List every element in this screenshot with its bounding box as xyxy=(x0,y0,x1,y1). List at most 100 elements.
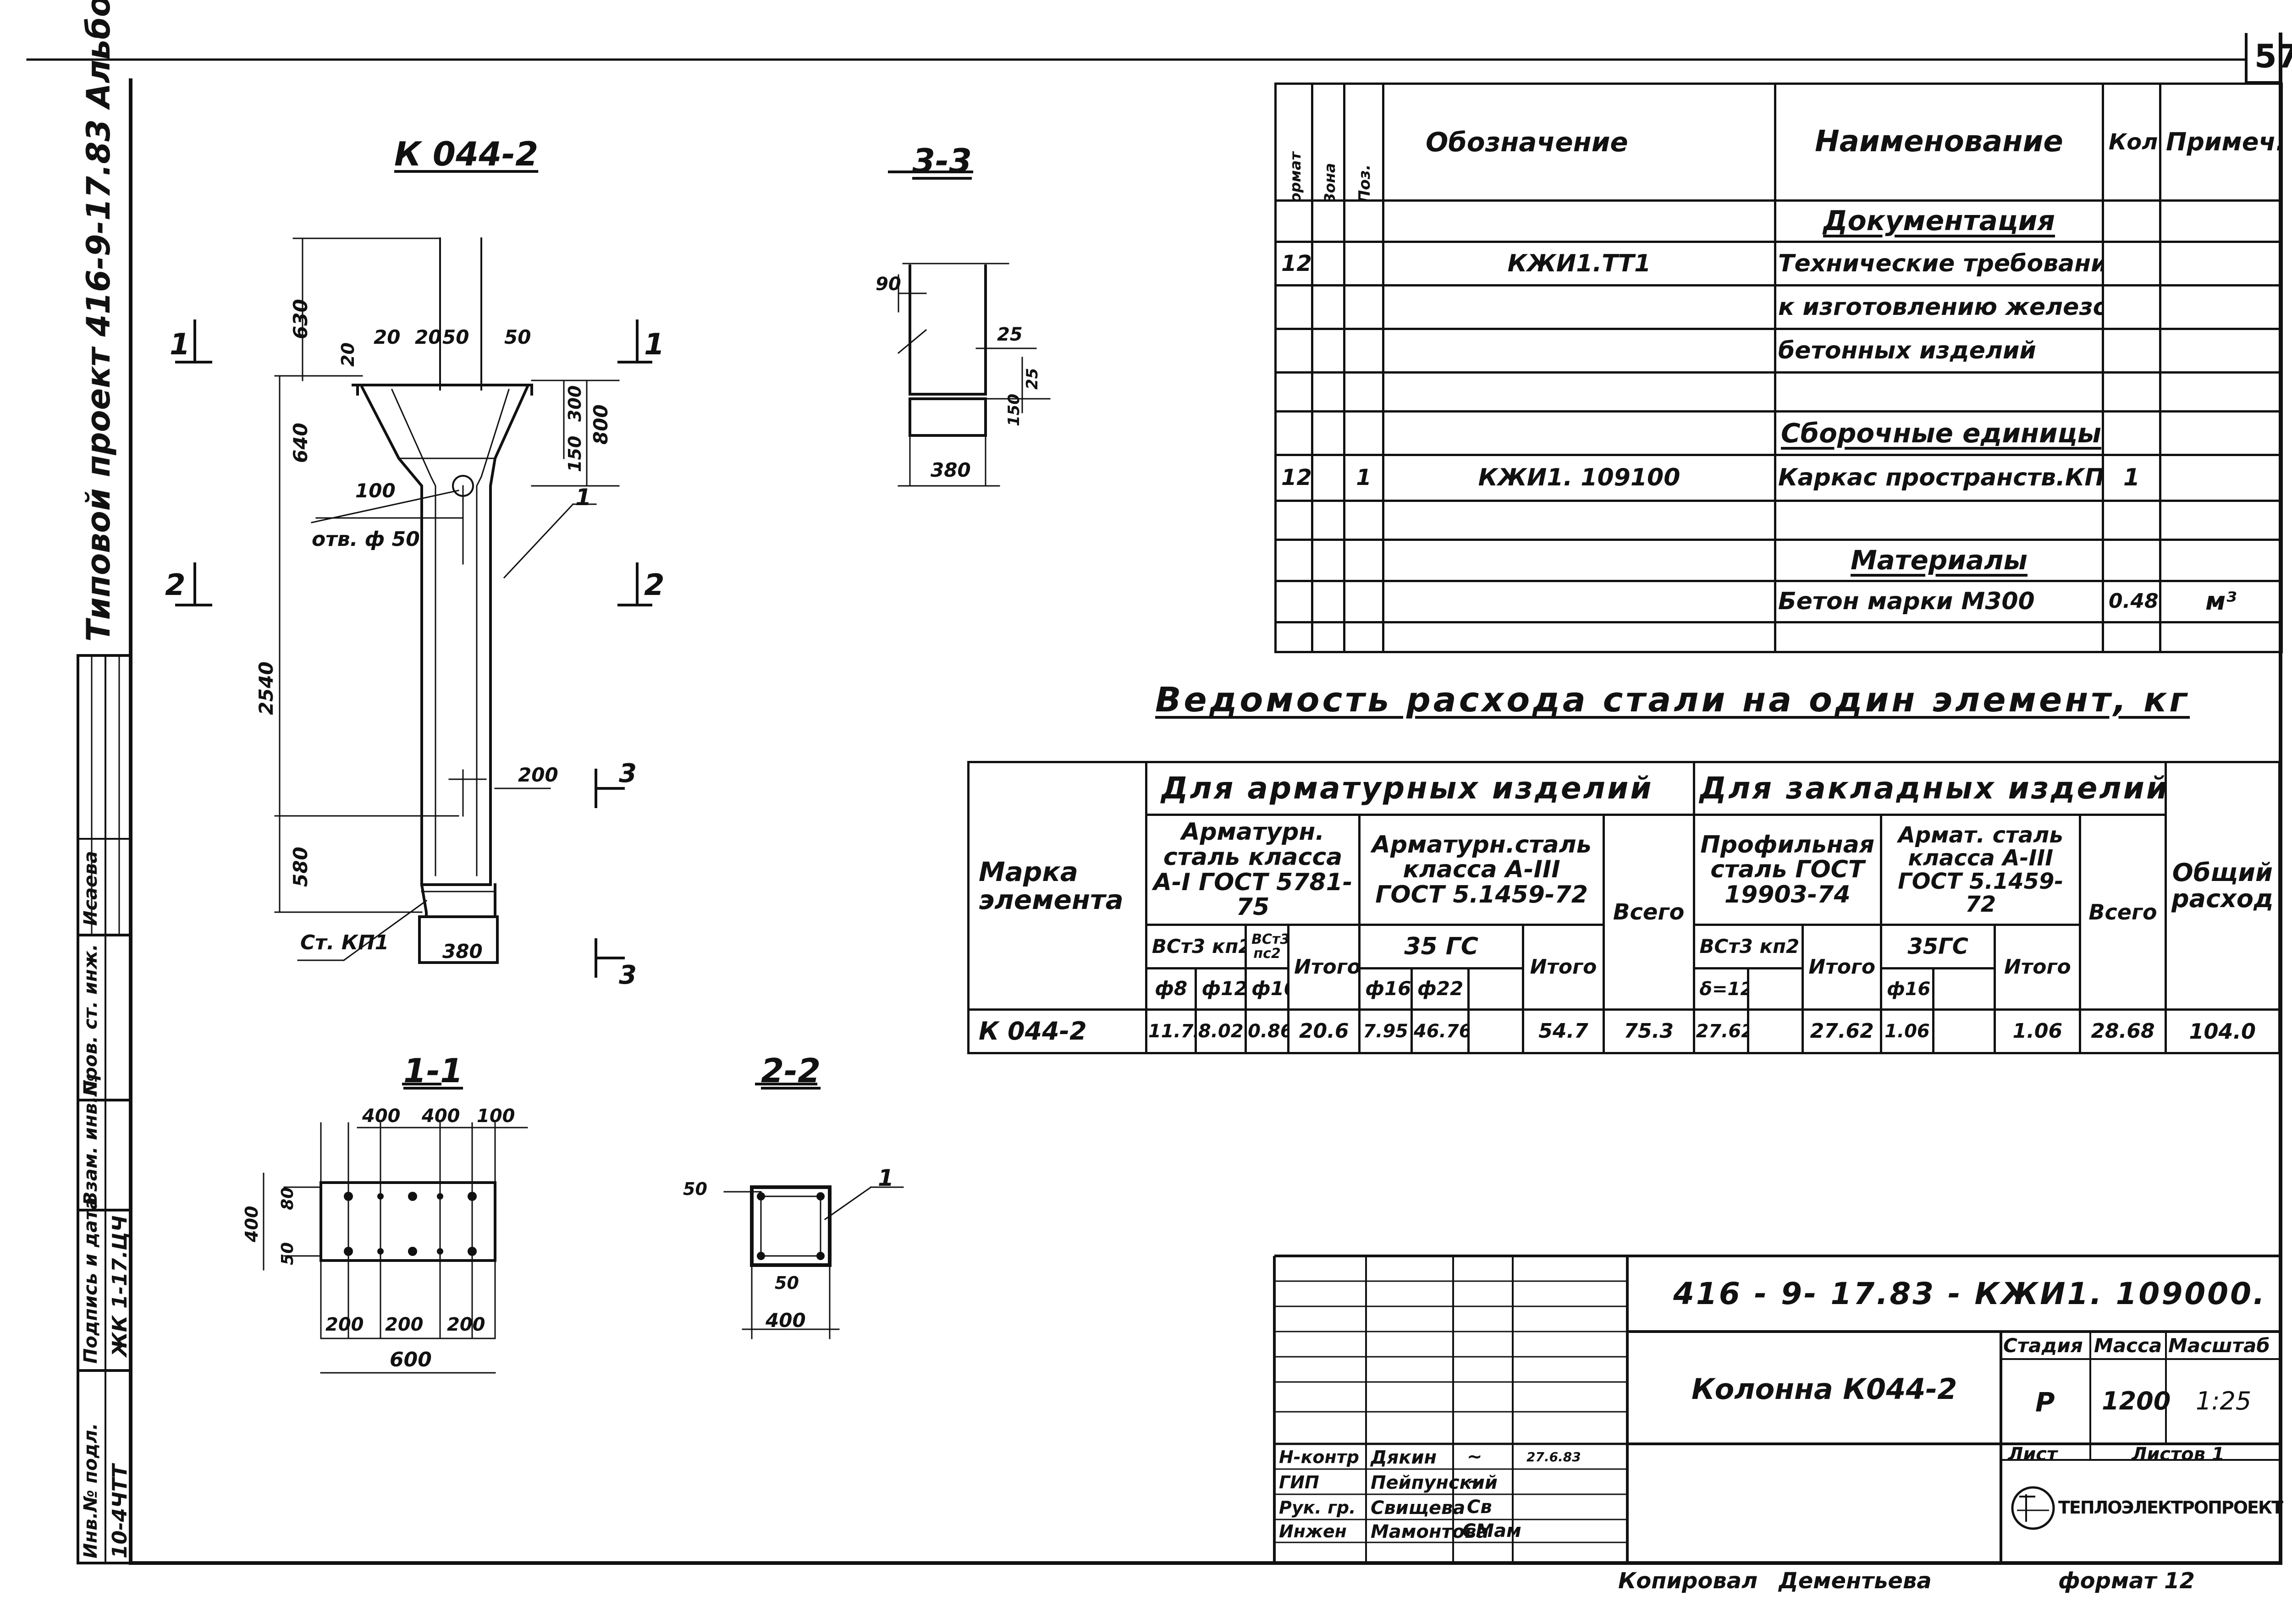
spec-designation-cell xyxy=(1382,580,1776,623)
steel-group-armature: Для арматурных изделий xyxy=(1145,761,1695,816)
steel-value-cell: 1.06 xyxy=(1880,1008,1934,1054)
s22-dim-50a: 50 xyxy=(683,1179,707,1199)
spec-name-cell xyxy=(1774,371,2104,413)
dim-380: 380 xyxy=(442,940,483,963)
s11-dim-200c: 200 xyxy=(447,1314,485,1335)
mass-value: 1200 xyxy=(2102,1387,2171,1415)
spec-pos-cell xyxy=(1343,580,1384,623)
spec-qty-cell xyxy=(2102,199,2161,243)
steel-itogo-1: Итого xyxy=(1287,924,1361,1011)
spec-row: 12 КЖИ1.ТТ1 Технические требования xyxy=(1274,241,2283,286)
page-number: 57 xyxy=(2254,38,2292,75)
organization-name: ТЕПЛОЭЛЕКТРОПРОЕКТ xyxy=(2058,1497,2283,1518)
steel-itogo-2: Итого xyxy=(1522,924,1605,1011)
person-role: Н-контр xyxy=(1279,1447,1359,1467)
steel-grade-vst3kp2: ВСт3 кп2 xyxy=(1145,924,1247,969)
steel-value-cell: 28.68 xyxy=(2079,1008,2167,1054)
person-name: Мамонтова xyxy=(1371,1521,1489,1542)
steel-value-cell: 27.62 xyxy=(1802,1008,1883,1054)
spec-name-cell: Сборочные единицы xyxy=(1774,410,2104,456)
section-22-title: 2-2 xyxy=(761,1051,821,1090)
spec-pos-cell xyxy=(1343,500,1384,541)
s33-dim-90: 90 xyxy=(876,274,901,295)
cut-3-bottom: 3 xyxy=(619,960,637,990)
scale-label: Масштаб xyxy=(2168,1334,2270,1357)
steel-value-cell: 54.7 xyxy=(1522,1008,1605,1054)
dim-100: 100 xyxy=(355,479,396,502)
spec-name-cell xyxy=(1774,621,2104,653)
spec-pos-cell xyxy=(1343,241,1384,286)
spec-designation-cell: КЖИ1. 109100 xyxy=(1382,454,1776,502)
spec-format-cell: 12 xyxy=(1274,454,1313,502)
steel-dia-empty xyxy=(1932,967,1996,1011)
steel-itogo-4: Итого xyxy=(1994,924,2082,1011)
format-label: формат 12 xyxy=(2058,1568,2195,1594)
steel-thick-12: δ=12 xyxy=(1692,967,1750,1011)
copied-by-label: Копировал xyxy=(1618,1568,1758,1594)
section-11-title: 1-1 xyxy=(403,1051,463,1090)
spec-row: бетонных изделий xyxy=(1274,328,2283,374)
spec-name-cell xyxy=(1774,500,2104,541)
spec-pos-cell xyxy=(1343,539,1384,582)
steel-value-cell: 1.06 xyxy=(1994,1008,2082,1054)
spec-qty-cell xyxy=(2102,328,2161,374)
spec-header-note: Примеч. xyxy=(2159,83,2283,202)
s33-dim-25a: 25 xyxy=(997,324,1023,345)
spec-note-cell xyxy=(2159,328,2283,374)
steel-value-cell: 75.3 xyxy=(1602,1008,1695,1054)
position-1-label: 1 xyxy=(575,484,591,511)
mass-label: Масса xyxy=(2094,1334,2162,1357)
spec-qty-cell xyxy=(2102,539,2161,582)
spec-row: к изготовлению железо- xyxy=(1274,284,2283,330)
s11-dim-200b: 200 xyxy=(385,1314,424,1335)
spec-designation-cell xyxy=(1382,539,1776,582)
spec-note-cell xyxy=(2159,410,2283,456)
spec-pos-cell xyxy=(1343,284,1384,330)
steel-sub-a3b: Армат. сталь класса А-III ГОСТ 5.1459-72 xyxy=(1880,814,2082,926)
spec-header-qty: Кол xyxy=(2102,83,2161,202)
steel-sub-a3: Арматурн.сталь класса А-III ГОСТ 5.1459-… xyxy=(1358,814,1605,926)
specification-table: Формат Зона Поз. Обозначение Наименовани… xyxy=(1274,83,2283,653)
spec-qty-cell xyxy=(2102,621,2161,653)
steel-total-header: Общий расход xyxy=(2164,761,2281,1011)
person-date: 27.6.83 xyxy=(1526,1449,1581,1464)
spec-format-cell xyxy=(1274,500,1313,541)
person-sign: ~ xyxy=(1467,1471,1482,1492)
spec-pos-cell xyxy=(1343,199,1384,243)
s22-position-label: 1 xyxy=(878,1165,894,1191)
cut-2-right: 2 xyxy=(644,568,665,602)
spec-row xyxy=(1274,621,2283,653)
spec-qty-cell xyxy=(2102,241,2161,286)
spec-header-designation: Обозначение xyxy=(1382,83,1776,202)
spec-row: 12 1 КЖИ1. 109100 Каркас пространств.КП1… xyxy=(1274,454,2283,502)
spec-qty-cell xyxy=(2102,371,2161,413)
section-33-title: 3-3 xyxy=(912,142,972,180)
spec-format-cell xyxy=(1274,580,1313,623)
spec-note-cell xyxy=(2159,539,2283,582)
s11-dim-600: 600 xyxy=(390,1348,432,1371)
steel-sub-a1: Арматурн. сталь класса А-I ГОСТ 5781-75 xyxy=(1145,814,1361,926)
spec-designation-cell xyxy=(1382,371,1776,413)
person-name: Пейпунский xyxy=(1371,1472,1498,1493)
steel-value-cell xyxy=(1932,1008,1996,1054)
spec-designation-cell xyxy=(1382,328,1776,374)
s11-dim-400b: 400 xyxy=(422,1106,460,1127)
spec-row: Бетон марки М300 0.48 м³ xyxy=(1274,580,2283,623)
steel-dia-12: ф12 xyxy=(1195,967,1247,1011)
spec-row: Материалы xyxy=(1274,539,2283,582)
steel-value-cell: 7.95 xyxy=(1358,1008,1413,1054)
spec-designation-cell xyxy=(1382,500,1776,541)
person-name: Свищева xyxy=(1371,1497,1466,1519)
spec-pos-cell xyxy=(1343,410,1384,456)
spec-name-cell: Документация xyxy=(1774,199,2104,243)
spec-qty-cell: 0.48 xyxy=(2102,580,2161,623)
spec-note-cell xyxy=(2159,371,2283,413)
steel-grade-35gs: 35 ГС xyxy=(1358,924,1525,969)
s22-dim-400: 400 xyxy=(766,1309,806,1332)
spec-row: Сборочные единицы xyxy=(1274,410,2283,456)
main-view-title: К 044-2 xyxy=(394,135,539,173)
person-sign: СМам xyxy=(1462,1520,1521,1541)
steel-value-cell xyxy=(1467,1008,1525,1054)
sheets-label: Листов 1 xyxy=(2132,1444,2225,1465)
spec-format-cell xyxy=(1274,410,1313,456)
